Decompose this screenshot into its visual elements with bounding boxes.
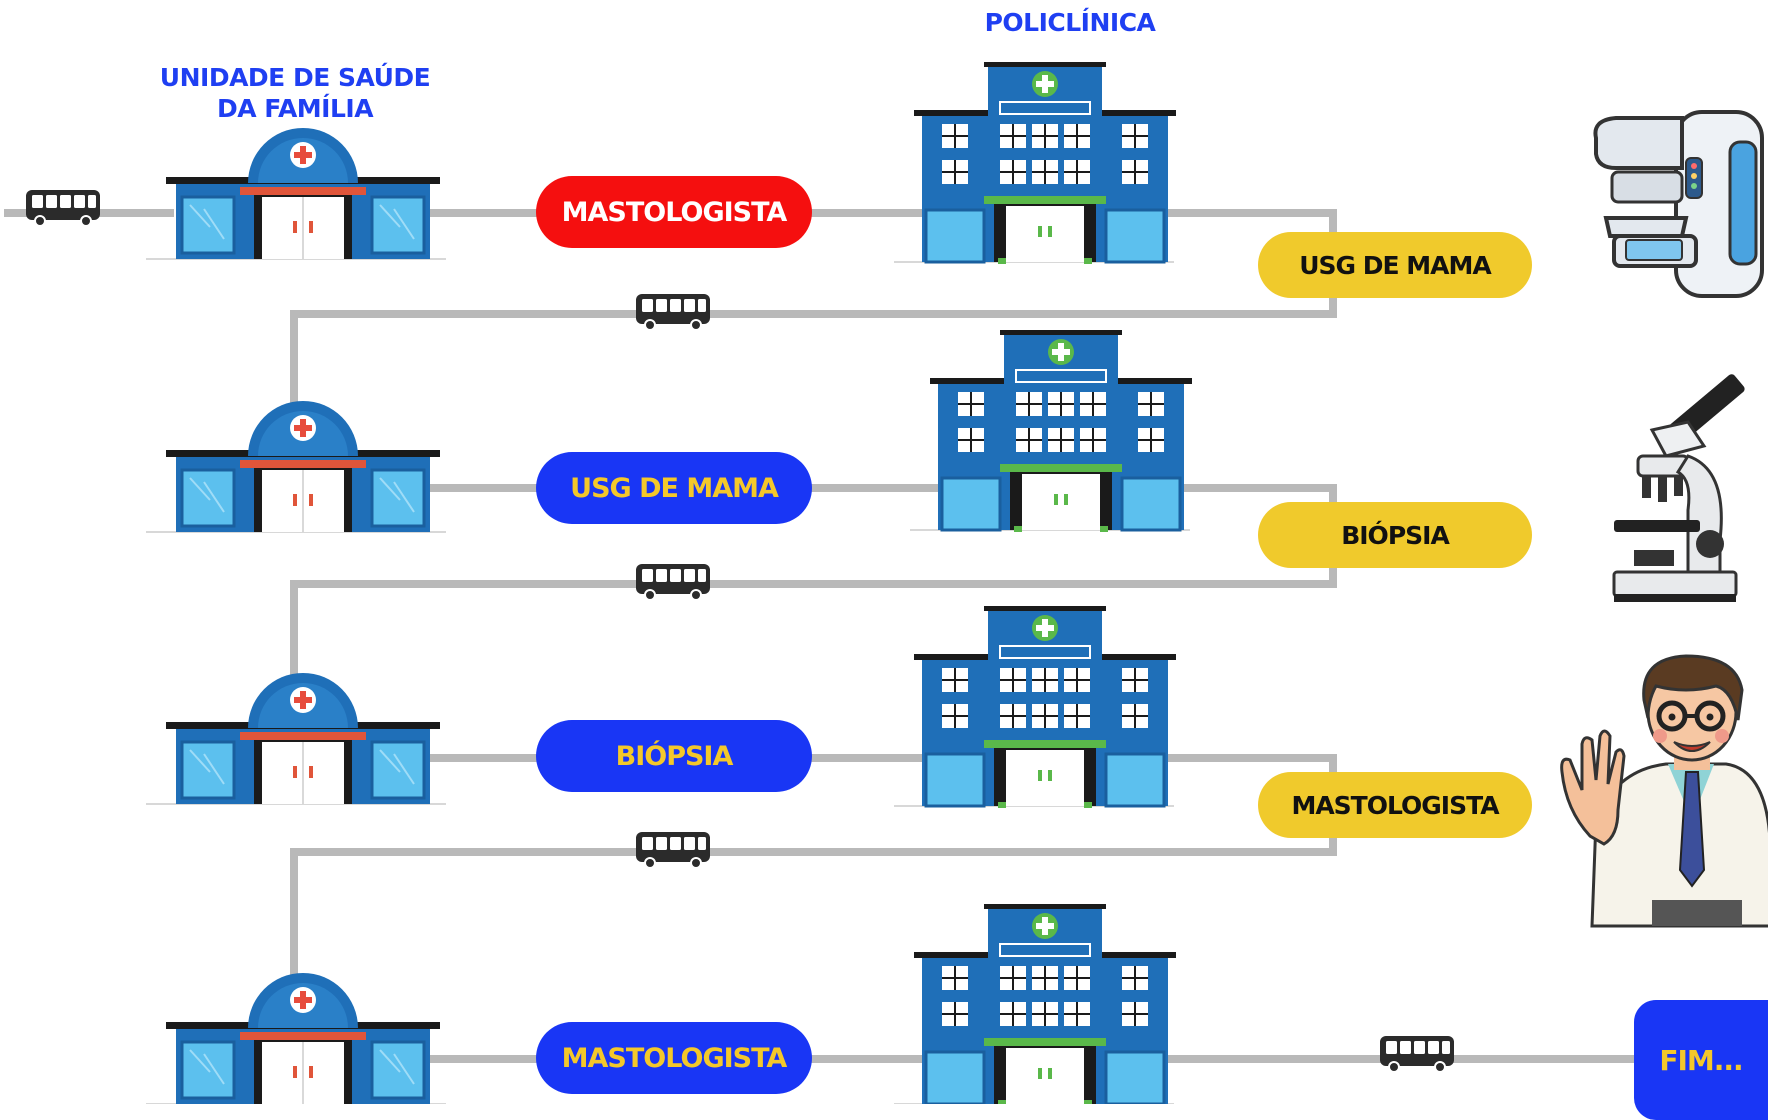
result-pill-1: USG DE MAMA [1258, 232, 1532, 298]
ubs-building-icon [144, 399, 448, 534]
step-pill-label: MASTOLOGISTA [561, 1042, 788, 1074]
step-pill-label: USG DE MAMA [570, 472, 779, 504]
bus-icon [635, 563, 711, 601]
result-pill-label: USG DE MAMA [1299, 250, 1492, 280]
result-pill-3: MASTOLOGISTA [1258, 772, 1532, 838]
step-pill-2: USG DE MAMA [536, 452, 812, 524]
step-pill-label: BIÓPSIA [615, 740, 734, 772]
microscope-icon [1612, 374, 1745, 602]
ubs-building-icon [144, 971, 448, 1104]
step-pill-label: MASTOLOGISTA [561, 196, 788, 228]
ubs-column-header: UNIDADE DE SAÚDE DA FAMÍLIA [130, 62, 460, 124]
doctor-icon [1560, 654, 1768, 928]
bus-icon [635, 831, 711, 869]
ubs-header-text: UNIDADE DE SAÚDE DA FAMÍLIA [159, 63, 431, 123]
step-pill-4: MASTOLOGISTA [536, 1022, 812, 1094]
end-label: FIM... [1659, 1043, 1743, 1077]
step-pill-3: BIÓPSIA [536, 720, 812, 792]
ubs-building-icon [144, 126, 448, 261]
ubs-building-icon [144, 671, 448, 806]
policlinica-building-icon [910, 330, 1192, 532]
result-pill-label: BIÓPSIA [1341, 520, 1450, 550]
end-box: FIM... [1634, 1000, 1768, 1120]
step-pill-1: MASTOLOGISTA [536, 176, 812, 248]
connector-lines [4, 209, 1644, 1063]
bus-icon [1379, 1035, 1455, 1073]
bus-icon [635, 293, 711, 331]
result-pill-label: MASTOLOGISTA [1291, 790, 1499, 820]
bus-icon [25, 189, 101, 227]
mammography-machine-icon [1593, 110, 1764, 298]
result-pill-2: BIÓPSIA [1258, 502, 1532, 568]
policlinica-building-icon [894, 606, 1176, 808]
policlinica-column-header: POLICLÍNICA [900, 8, 1240, 38]
policlinica-building-icon [894, 62, 1176, 264]
policlinica-building-icon [894, 904, 1176, 1104]
policlinica-header-text: POLICLÍNICA [984, 8, 1156, 37]
